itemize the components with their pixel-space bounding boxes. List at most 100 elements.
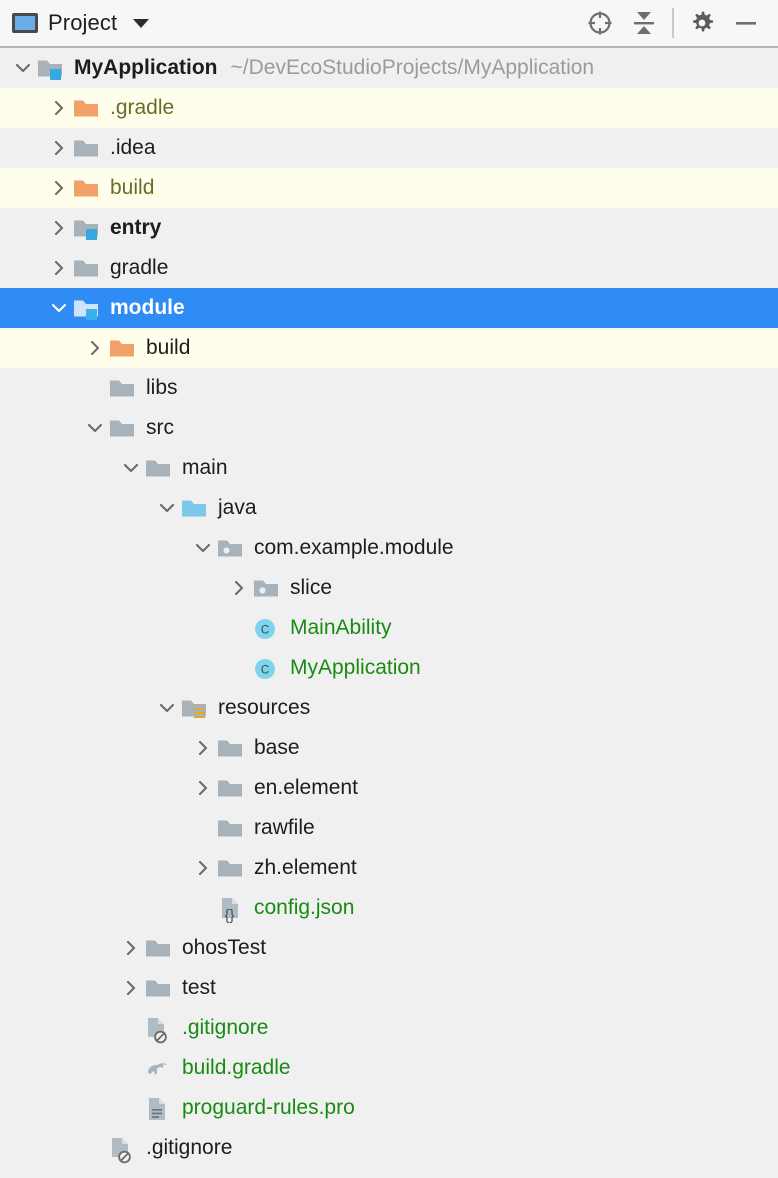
tree-row[interactable]: src bbox=[0, 408, 778, 448]
chevron-right-icon[interactable] bbox=[46, 248, 72, 288]
chevron-down-icon[interactable] bbox=[10, 48, 36, 88]
folder-gray-icon bbox=[216, 848, 246, 888]
tree-row[interactable]: build bbox=[0, 328, 778, 368]
tree-row[interactable]: gradle bbox=[0, 248, 778, 288]
tree-indent-spacer bbox=[82, 368, 108, 408]
tree-row-label: config.json bbox=[254, 896, 355, 919]
project-view-switcher[interactable]: Project bbox=[12, 10, 150, 36]
tree-row[interactable]: main bbox=[0, 448, 778, 488]
tree-row[interactable]: base bbox=[0, 728, 778, 768]
tree-row[interactable]: proguard-rules.pro bbox=[0, 1088, 778, 1128]
tree-row[interactable]: build bbox=[0, 168, 778, 208]
chevron-right-icon[interactable] bbox=[46, 168, 72, 208]
folder-gray-icon bbox=[216, 768, 246, 808]
tree-row-label: build.gradle bbox=[182, 1056, 291, 1079]
tree-row[interactable]: C MyApplication bbox=[0, 648, 778, 688]
tree-row-label: .idea bbox=[110, 136, 156, 159]
java-class-icon: C bbox=[252, 608, 282, 648]
gitignore-file-icon bbox=[108, 1128, 138, 1168]
tree-indent-spacer bbox=[118, 1008, 144, 1048]
tree-row-label: rawfile bbox=[254, 816, 315, 839]
tree-row[interactable]: .gitignore bbox=[0, 1008, 778, 1048]
chevron-down-icon[interactable] bbox=[133, 18, 150, 28]
text-file-icon bbox=[144, 1088, 174, 1128]
chevron-right-icon[interactable] bbox=[190, 728, 216, 768]
tree-row-label: en.element bbox=[254, 776, 358, 799]
chevron-right-icon[interactable] bbox=[82, 328, 108, 368]
chevron-right-icon[interactable] bbox=[118, 928, 144, 968]
project-tool-window-header: Project bbox=[0, 0, 778, 48]
gradle-file-icon bbox=[144, 1048, 174, 1088]
tree-row[interactable]: libs bbox=[0, 368, 778, 408]
tree-indent-spacer bbox=[226, 608, 252, 648]
tree-row-label: main bbox=[182, 456, 228, 479]
resource-folder-icon bbox=[180, 688, 210, 728]
tree-row[interactable]: .gradle bbox=[0, 88, 778, 128]
tree-row[interactable]: MyApplication ~/DevEcoStudioProjects/MyAp… bbox=[0, 48, 778, 88]
chevron-down-icon[interactable] bbox=[46, 288, 72, 328]
chevron-right-icon[interactable] bbox=[190, 848, 216, 888]
tree-row-label: .gradle bbox=[110, 96, 175, 119]
collapse-all-icon[interactable] bbox=[622, 5, 666, 41]
settings-gear-icon[interactable] bbox=[680, 5, 724, 41]
chevron-right-icon[interactable] bbox=[190, 768, 216, 808]
chevron-right-icon[interactable] bbox=[46, 88, 72, 128]
tree-row-label: build bbox=[146, 336, 191, 359]
tree-row[interactable]: com.example.module bbox=[0, 528, 778, 568]
package-icon bbox=[252, 568, 282, 608]
svg-text:{}: {} bbox=[224, 907, 234, 924]
tree-row[interactable]: ohosTest bbox=[0, 928, 778, 968]
tree-row-label: MainAbility bbox=[290, 616, 392, 639]
project-file-tree[interactable]: MyApplication ~/DevEcoStudioProjects/MyAp… bbox=[0, 48, 778, 1168]
chevron-right-icon[interactable] bbox=[46, 128, 72, 168]
chevron-right-icon[interactable] bbox=[226, 568, 252, 608]
tree-row-label: test bbox=[182, 976, 216, 999]
tree-row[interactable]: java bbox=[0, 488, 778, 528]
chevron-right-icon[interactable] bbox=[118, 968, 144, 1008]
tree-row[interactable]: build.gradle bbox=[0, 1048, 778, 1088]
svg-text:C: C bbox=[261, 665, 269, 677]
folder-gray-icon bbox=[216, 808, 246, 848]
tree-row-label: MyApplication bbox=[290, 656, 421, 679]
tree-row-label: com.example.module bbox=[254, 536, 454, 559]
chevron-right-icon[interactable] bbox=[46, 208, 72, 248]
tree-row-label: java bbox=[218, 496, 257, 519]
json-file-icon: {} bbox=[216, 888, 246, 928]
folder-gray-icon bbox=[216, 728, 246, 768]
tree-row[interactable]: rawfile bbox=[0, 808, 778, 848]
folder-gray-icon bbox=[144, 968, 174, 1008]
tree-row[interactable]: module bbox=[0, 288, 778, 328]
tree-row[interactable]: C MainAbility bbox=[0, 608, 778, 648]
select-opened-file-icon[interactable] bbox=[578, 5, 622, 41]
tree-indent-spacer bbox=[190, 808, 216, 848]
tree-row[interactable]: .gitignore bbox=[0, 1128, 778, 1168]
tree-row-label: module bbox=[110, 296, 185, 319]
hide-icon[interactable] bbox=[724, 5, 768, 41]
folder-gray-icon bbox=[144, 448, 174, 488]
folder-gray-icon bbox=[72, 248, 102, 288]
tree-row[interactable]: zh.element bbox=[0, 848, 778, 888]
folder-orange-icon bbox=[108, 328, 138, 368]
chevron-down-icon[interactable] bbox=[82, 408, 108, 448]
project-location-path: ~/DevEcoStudioProjects/MyApplication bbox=[230, 56, 595, 79]
tree-row-label: zh.element bbox=[254, 856, 357, 879]
tree-row[interactable]: resources bbox=[0, 688, 778, 728]
tree-row[interactable]: en.element bbox=[0, 768, 778, 808]
gitignore-file-icon bbox=[144, 1008, 174, 1048]
tree-row-label: slice bbox=[290, 576, 333, 599]
tree-row[interactable]: slice bbox=[0, 568, 778, 608]
tree-row-label: MyApplication bbox=[74, 56, 218, 79]
tree-row[interactable]: test bbox=[0, 968, 778, 1008]
folder-gray-icon bbox=[108, 408, 138, 448]
chevron-down-icon[interactable] bbox=[118, 448, 144, 488]
tree-row-label: src bbox=[146, 416, 174, 439]
tree-row[interactable]: entry bbox=[0, 208, 778, 248]
tree-row[interactable]: {} config.json bbox=[0, 888, 778, 928]
tree-row-label: build bbox=[110, 176, 155, 199]
tree-row[interactable]: .idea bbox=[0, 128, 778, 168]
tree-row-label: base bbox=[254, 736, 300, 759]
tree-row-label: .gitignore bbox=[182, 1016, 269, 1039]
chevron-down-icon[interactable] bbox=[154, 488, 180, 528]
chevron-down-icon[interactable] bbox=[190, 528, 216, 568]
chevron-down-icon[interactable] bbox=[154, 688, 180, 728]
